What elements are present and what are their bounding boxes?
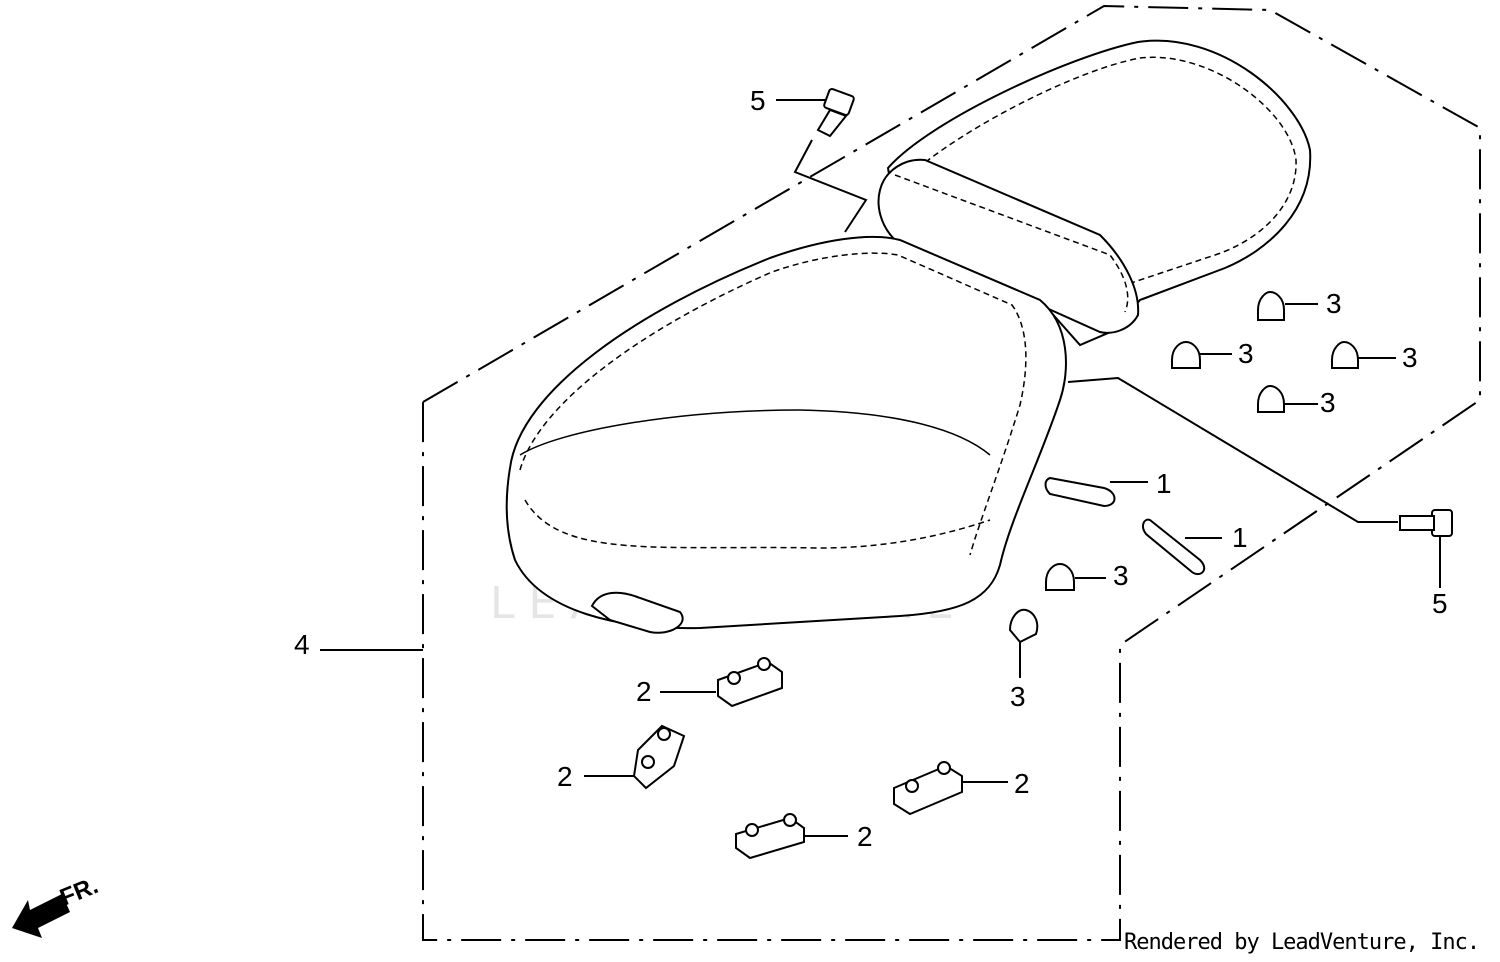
- callout-cushion-c: 3: [1402, 342, 1418, 373]
- callout-cushion-a: 3: [1326, 288, 1342, 319]
- pad-upper-part: [1044, 476, 1148, 508]
- callout-rubber-b: 2: [557, 761, 573, 792]
- callout-rubber-a: 2: [636, 676, 652, 707]
- cushion-b-part: [1171, 340, 1232, 369]
- callout-seat-assembly: 4: [294, 629, 310, 660]
- callout-rubber-d: 2: [857, 821, 873, 852]
- cushion-parts: [1008, 290, 1396, 678]
- rubber-parts: [584, 657, 1008, 860]
- seat: [505, 39, 1312, 634]
- rubber-c-part: [893, 761, 1008, 816]
- leader-bolt-right-seat: [1067, 376, 1398, 523]
- assembly-boundary: [422, 4, 1481, 941]
- bolt-right-part: [1399, 509, 1453, 588]
- callout-cushion-f: 3: [1010, 681, 1026, 712]
- cushion-a-part: [1257, 290, 1318, 321]
- rubber-d-part: [735, 813, 848, 860]
- callout-bolt-top: 5: [750, 85, 766, 116]
- cushion-f-part: [1008, 608, 1039, 678]
- direction-label: FR.: [56, 872, 102, 912]
- render-credit: Rendered by LeadVenture, Inc.: [1124, 930, 1480, 955]
- callout-cushion-d: 3: [1320, 387, 1336, 418]
- callout-cushion-e: 3: [1113, 560, 1129, 591]
- rubber-b-part: [584, 724, 686, 790]
- cushion-e-part: [1045, 562, 1106, 591]
- pad-lower-part: [1142, 518, 1222, 576]
- callout-pad-upper: 1: [1156, 468, 1172, 499]
- callout-pad-lower: 1: [1232, 522, 1248, 553]
- callout-rubber-c: 2: [1014, 768, 1030, 799]
- leader-bolt-top-seat: [793, 139, 868, 233]
- direction-arrow-icon: FR.: [12, 872, 102, 938]
- bolt-top-part: [776, 88, 855, 138]
- rubber-a-part: [660, 657, 783, 708]
- cushion-c-part: [1331, 340, 1396, 369]
- cushion-d-part: [1257, 384, 1318, 413]
- callout-cushion-b: 3: [1238, 338, 1254, 369]
- callout-bolt-right: 5: [1432, 588, 1448, 619]
